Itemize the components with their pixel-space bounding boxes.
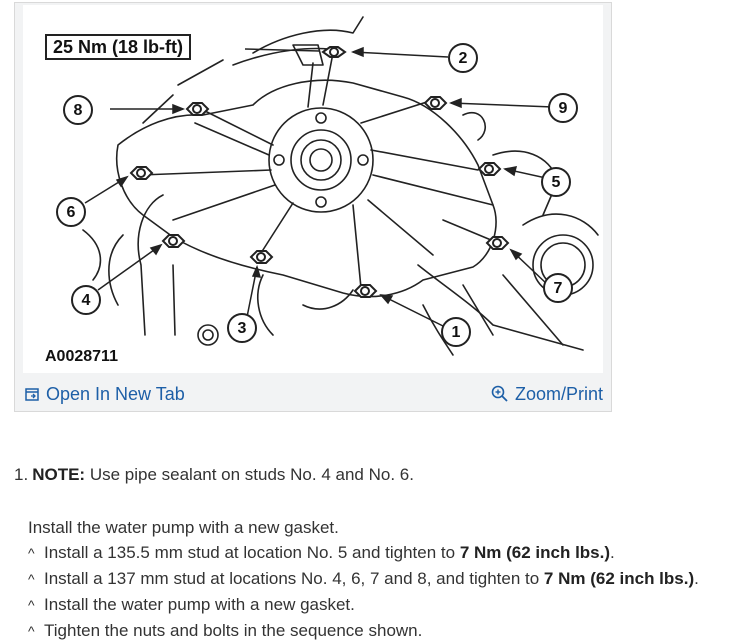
open-in-new-tab-button[interactable]: Open In New Tab <box>25 384 185 405</box>
torque-spec-label: 25 Nm (18 lb-ft) <box>45 34 192 60</box>
step-note: 1.NOTE: Use pipe sealant on studs No. 4 … <box>14 462 724 487</box>
sub-step-3: ^ Install the water pump with a new gaske… <box>28 592 724 618</box>
sub-step-1: ^ Install a 135.5 mm stud at location No.… <box>28 540 724 566</box>
note-text: Use pipe sealant on studs No. 4 and No. … <box>89 465 414 484</box>
bolt-4-icon <box>161 234 186 248</box>
caret-icon: ^ <box>28 571 35 587</box>
bolt-1-icon <box>353 284 378 298</box>
caret-icon: ^ <box>28 597 35 613</box>
sub-step-text: Install the water pump with a new gasket… <box>44 595 355 614</box>
sub-step-text: Tighten the nuts and bolts in the sequen… <box>44 621 423 640</box>
callout-9: 9 <box>548 93 578 123</box>
caret-icon: ^ <box>28 545 35 561</box>
sub-step-tail: . <box>610 543 615 562</box>
figure-card: 25 Nm (18 lb-ft) A0028711 2 9 8 6 5 4 3 … <box>14 2 612 412</box>
callout-6: 6 <box>56 197 86 227</box>
callout-2: 2 <box>448 43 478 73</box>
sub-step-text: Install a 135.5 mm stud at location No. … <box>44 543 460 562</box>
bolt-8-icon <box>185 102 210 116</box>
figure-id: A0028711 <box>45 348 118 365</box>
caret-icon: ^ <box>28 623 35 639</box>
magnifier-plus-icon <box>491 385 509 403</box>
torque-value: 7 Nm (62 inch lbs.) <box>543 569 695 588</box>
open-in-new-tab-label: Open In New Tab <box>46 383 185 404</box>
zoom-print-label: Zoom/Print <box>514 383 603 404</box>
step-intro: Install the water pump with a new gasket… <box>28 518 339 537</box>
water-pump-diagram: 25 Nm (18 lb-ft) A0028711 2 9 8 6 5 4 3 … <box>23 5 603 373</box>
zoom-print-button[interactable]: Zoom/Print <box>491 384 603 405</box>
bolt-9-icon <box>423 96 448 110</box>
sub-step-4: ^ Tighten the nuts and bolts in the seque… <box>28 618 724 644</box>
bolt-5-icon <box>477 162 502 176</box>
sub-step-text: Install a 137 mm stud at locations No. 4… <box>44 569 544 588</box>
callout-7: 7 <box>543 273 573 303</box>
sub-step-tail: . <box>694 569 699 588</box>
callout-1: 1 <box>441 317 471 347</box>
bolt-6-icon <box>129 166 154 180</box>
bolt-7-icon <box>485 236 510 250</box>
callout-4: 4 <box>71 285 101 315</box>
callout-5: 5 <box>541 167 571 197</box>
torque-value: 7 Nm (62 inch lbs.) <box>459 543 611 562</box>
step-number: 1. <box>14 465 29 484</box>
bolt-3-icon <box>249 250 274 264</box>
sub-step-2: ^ Install a 137 mm stud at locations No. … <box>28 566 724 592</box>
figure-toolbar: Open In New Tab Zoom/Print <box>15 377 611 411</box>
callout-8: 8 <box>63 95 93 125</box>
procedure-step: 1.NOTE: Use pipe sealant on studs No. 4 … <box>14 462 724 644</box>
water-pump-drawing <box>82 16 599 356</box>
callout-3: 3 <box>227 313 257 343</box>
bolt-2-icon <box>321 46 347 58</box>
note-label: NOTE: <box>32 465 86 484</box>
external-window-icon <box>25 387 40 402</box>
